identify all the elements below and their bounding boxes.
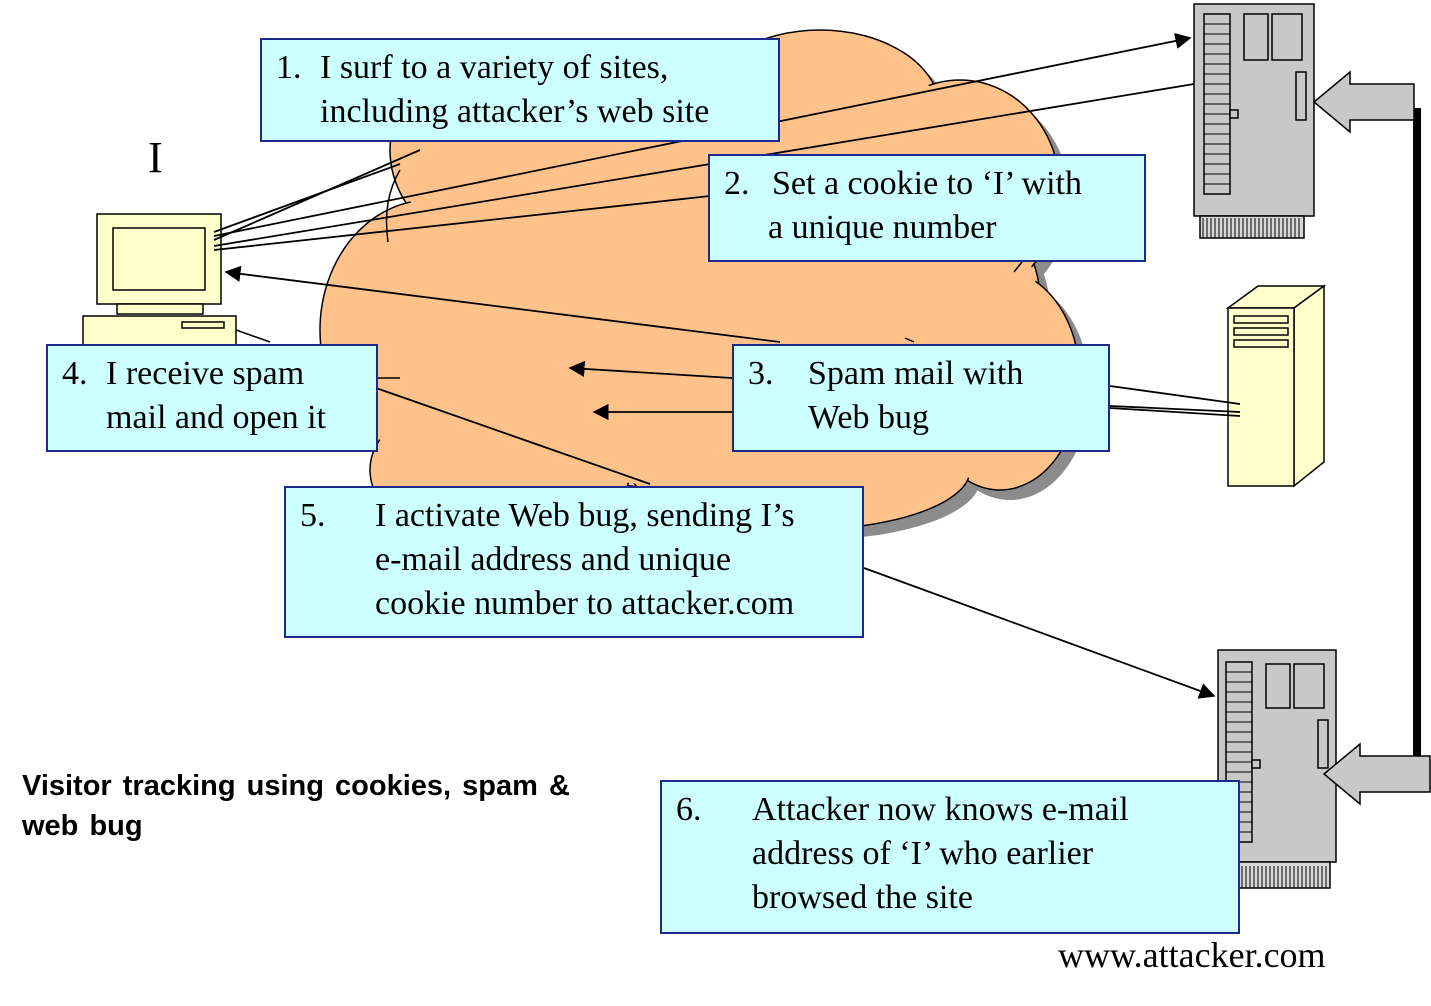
connectors (213, 32, 1241, 699)
step-6-line-3: browsed the site (752, 879, 973, 916)
step-2-line-2: a unique number (768, 209, 997, 246)
step-5-box: 5. I activate Web bug, sending I’s e-mai… (284, 486, 864, 638)
step-6-number: 6. (676, 791, 702, 828)
cloud-contours (378, 169, 1023, 379)
step-3-line-1: Spam mail with (808, 355, 1024, 392)
line-mail-1 (1109, 385, 1241, 405)
line-cookie-b (213, 195, 711, 251)
line-mail-3 (1109, 407, 1241, 417)
arrow-spam-to-user (224, 265, 781, 343)
line-surf-b (213, 149, 421, 241)
step-5-line-1: I activate Web bug, sending I’s (375, 497, 795, 534)
step-3-number: 3. (748, 355, 774, 392)
step-5-line-2: e-mail address and unique (375, 541, 731, 578)
step-2-line-1: Set a cookie to ‘I’ with (772, 165, 1083, 202)
step-1-line-1: I surf to a variety of sites, (320, 49, 669, 86)
step-4-box: 4. I receive spam mail and open it (46, 344, 378, 452)
step-3-line-2: Web bug (808, 399, 929, 436)
step-2-box: 2. Set a cookie to ‘I’ with a unique num… (708, 154, 1146, 262)
line-mail-2 (1109, 405, 1241, 413)
attacker-site-url: www.attacker.com (1058, 935, 1326, 975)
line-webbug (375, 387, 651, 485)
step-4-number: 4. (62, 355, 88, 392)
step-5-number: 5. (300, 497, 326, 534)
server-link (1312, 70, 1431, 806)
step-5-line-3: cookie number to attacker.com (375, 585, 795, 622)
step-2-number: 2. (724, 165, 750, 202)
step-3-box: 3. Spam mail with Web bug (732, 344, 1110, 452)
step-6-line-1: Attacker now knows e-mail (752, 791, 1129, 828)
link-arrow-icon (1312, 70, 1415, 134)
mail-server-icon (1225, 284, 1327, 488)
arrow-spam-1 (568, 360, 733, 379)
web-server-icon (1193, 3, 1315, 239)
step-1-box: 1. I surf to a variety of sites, includi… (260, 38, 780, 142)
user-label: I (148, 133, 163, 182)
link-arrow-icon (1322, 742, 1431, 806)
line-cookie (213, 83, 1195, 247)
web-server-stripes (1202, 23, 1300, 238)
diagram-caption: Visitor tracking using cookies, spam & w… (22, 766, 570, 846)
step-4-line-1: I receive spam (106, 355, 305, 392)
caption-line-2: web bug (22, 810, 143, 842)
caption-line-1: Visitor tracking using cookies, spam & (22, 770, 570, 802)
step-6-line-2: address of ‘I’ who earlier (752, 835, 1094, 872)
user-computer-icon (82, 213, 271, 347)
line-surf-a (213, 163, 401, 233)
step-6-box: 6. Attacker now knows e-mail address of … (660, 780, 1240, 934)
step-1-number: 1. (276, 49, 302, 86)
arrow-webbug (863, 567, 1216, 699)
step-4-line-2: mail and open it (106, 399, 327, 436)
step-1-line-2: including attacker’s web site (320, 93, 710, 130)
